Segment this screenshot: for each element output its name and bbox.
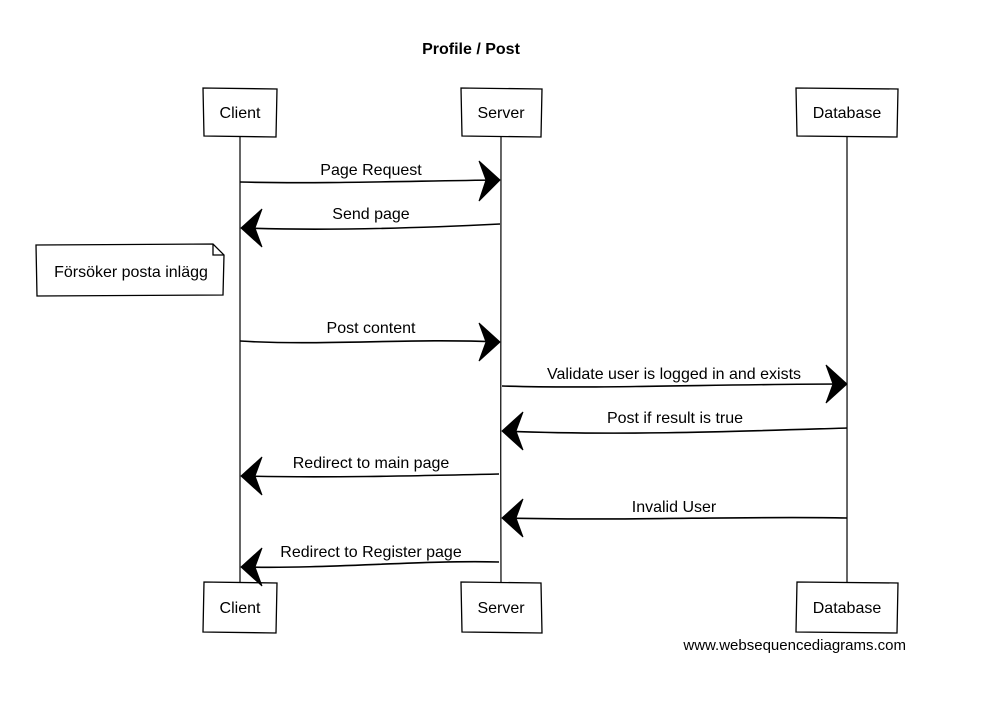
- message-label: Page Request: [320, 162, 422, 179]
- lifeline-server: [500, 136, 502, 586]
- message-label: Redirect to main page: [293, 455, 450, 472]
- diagram-title: Profile / Post: [422, 41, 520, 58]
- participant-box-database-top: Database: [795, 87, 899, 138]
- message-send-page: Send page: [240, 206, 501, 248]
- note-box: Försöker posta inlägg: [35, 243, 225, 297]
- participant-label: Database: [813, 105, 882, 122]
- message-page-request: Page Request: [239, 160, 501, 202]
- message-post-if-true: Post if result is true: [501, 410, 848, 451]
- participant-label: Database: [813, 600, 882, 617]
- participant-box-server-top: Server: [460, 87, 543, 138]
- participant-label: Client: [220, 105, 261, 122]
- watermark: www.websequencediagrams.com: [682, 637, 906, 654]
- participant-label: Server: [477, 105, 525, 122]
- message-label: Invalid User: [632, 499, 717, 516]
- participant-box-database-bottom: Database: [795, 581, 899, 634]
- participant-label: Server: [477, 600, 525, 617]
- participant-label: Client: [220, 600, 261, 617]
- participant-box-client-bottom: Client: [202, 581, 278, 634]
- participant-box-client-top: Client: [202, 87, 278, 138]
- message-label: Send page: [332, 206, 410, 223]
- note-text: Försöker posta inlägg: [54, 264, 208, 281]
- message-post-content: Post content: [239, 320, 501, 362]
- message-label: Redirect to Register page: [280, 544, 462, 561]
- message-label: Validate user is logged in and exists: [547, 366, 801, 383]
- message-invalid-user: Invalid User: [501, 498, 848, 538]
- message-validate-user: Validate user is logged in and exists: [501, 364, 848, 404]
- message-redirect-main: Redirect to main page: [240, 455, 500, 496]
- lifeline-database: [846, 136, 848, 586]
- message-label: Post content: [327, 320, 417, 337]
- message-redirect-register: Redirect to Register page: [240, 544, 500, 587]
- lifeline-client: [239, 136, 241, 586]
- participant-box-server-bottom: Server: [460, 581, 543, 634]
- message-label: Post if result is true: [607, 410, 743, 427]
